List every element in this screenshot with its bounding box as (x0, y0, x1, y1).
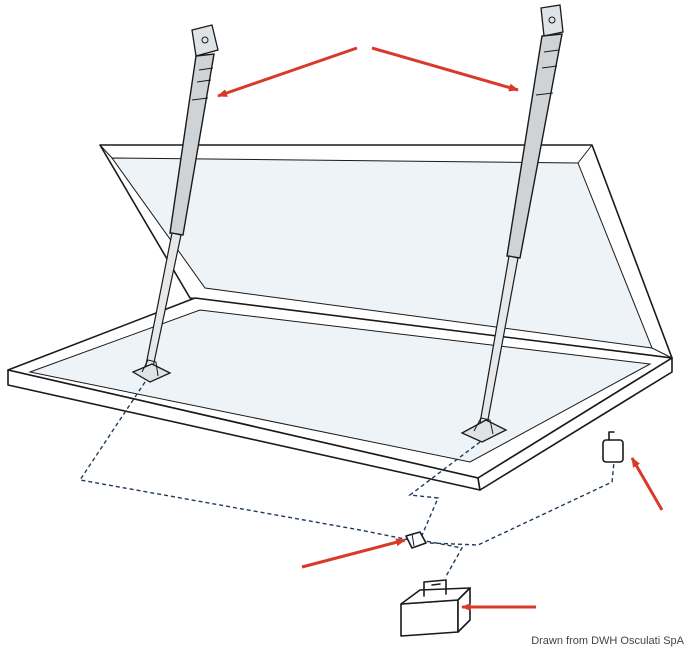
control-switch (602, 431, 624, 463)
arrow-switch (630, 457, 664, 511)
arrow-left-strut (217, 46, 358, 98)
arrow-connector (301, 538, 406, 569)
wiring (78, 381, 615, 579)
connector-block (405, 531, 427, 549)
indicator-arrows (217, 46, 664, 611)
gas-strut-right (460, 4, 564, 443)
credit-text: Drawn from DWH Osculati SpA (531, 635, 684, 647)
battery (400, 579, 471, 637)
arrow-right-strut (371, 46, 519, 92)
gas-strut-left (131, 24, 219, 383)
